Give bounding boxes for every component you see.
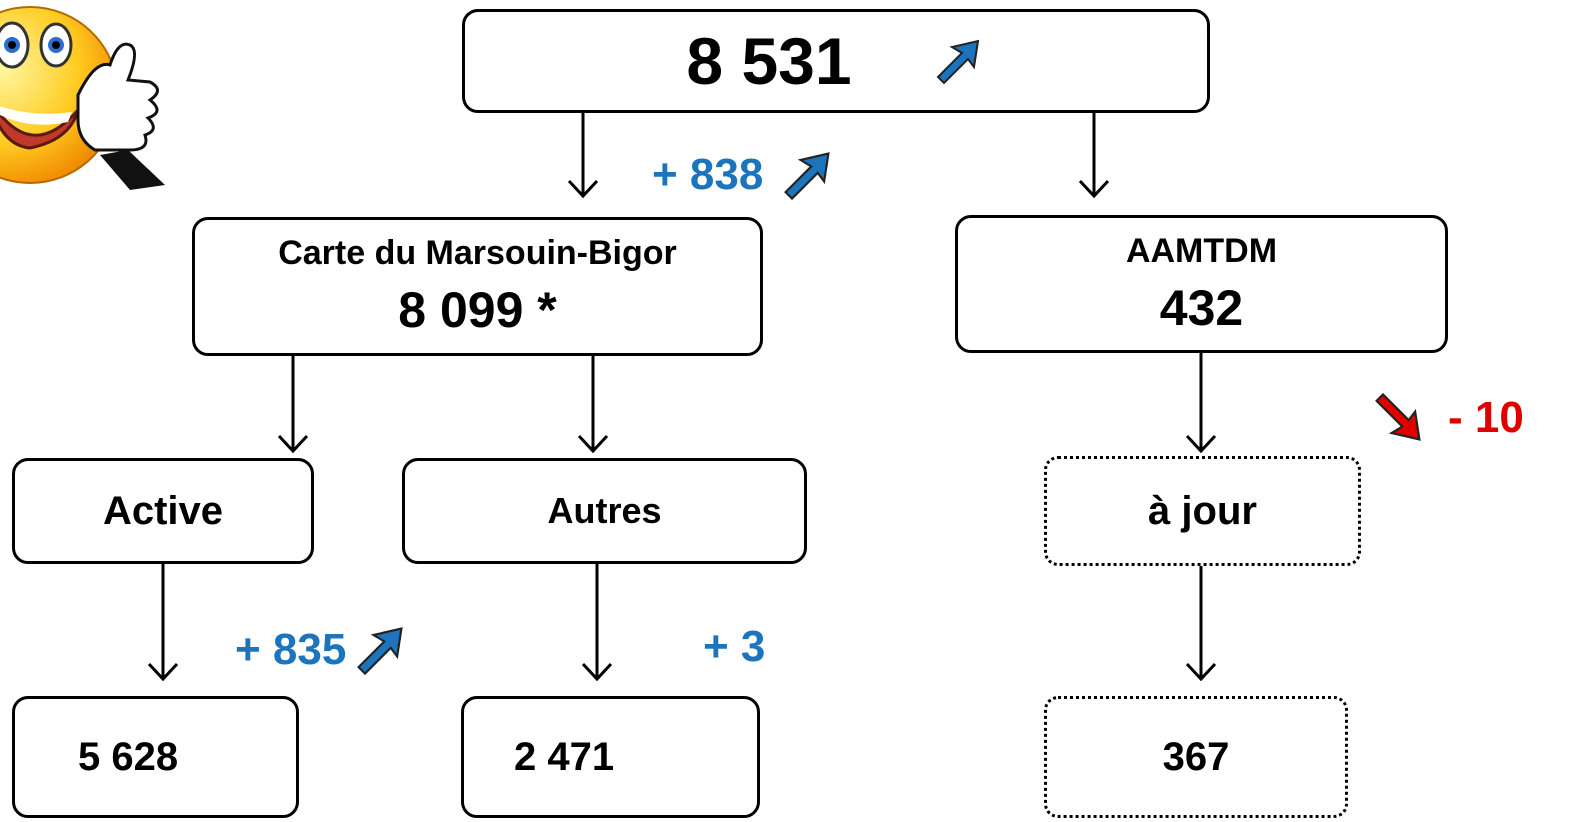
active-delta: + 835 (235, 620, 410, 680)
autres-box: Autres (402, 458, 807, 564)
root-total-box: 8 531 (462, 9, 1210, 113)
smiley-thumbs-up-icon (0, 6, 165, 190)
aamtdm-label: AAMTDM (1125, 231, 1278, 270)
carte-value: 8 099 * (398, 282, 557, 338)
autres-value-box: 2 471 (461, 696, 760, 818)
autres-value: 2 471 (514, 734, 615, 779)
arrow-up-right-icon (936, 39, 979, 85)
a-jour-delta: - 10 (1368, 388, 1524, 448)
a-jour-label: à jour (1148, 488, 1257, 533)
root-total-value: 8 531 (686, 24, 852, 98)
arrow-up-right-icon (784, 152, 831, 201)
active-delta-value: + 835 (235, 625, 347, 674)
aamtdm-box: AAMTDM 432 (955, 215, 1448, 353)
autres-delta-value: + 3 (703, 622, 766, 671)
a-jour-value: 367 (1162, 734, 1230, 779)
autres-delta: + 3 (703, 622, 765, 672)
a-jour-delta-value: - 10 (1448, 393, 1524, 442)
active-value: 5 628 (78, 734, 179, 779)
a-jour-box: à jour (1044, 456, 1361, 566)
arrow-up-right-icon (357, 627, 404, 676)
a-jour-value-box: 367 (1044, 696, 1348, 818)
carte-box: Carte du Marsouin-Bigor 8 099 * (192, 217, 763, 356)
carte-delta: + 838 (652, 145, 837, 205)
active-label: Active (102, 488, 224, 533)
autres-label: Autres (547, 490, 662, 531)
aamtdm-value: 432 (1159, 279, 1244, 336)
arrow-down-right-icon (1375, 392, 1421, 441)
active-value-box: 5 628 (12, 696, 299, 818)
carte-label: Carte du Marsouin-Bigor (278, 234, 677, 272)
carte-delta-value: + 838 (652, 150, 764, 199)
active-box: Active (12, 458, 314, 564)
